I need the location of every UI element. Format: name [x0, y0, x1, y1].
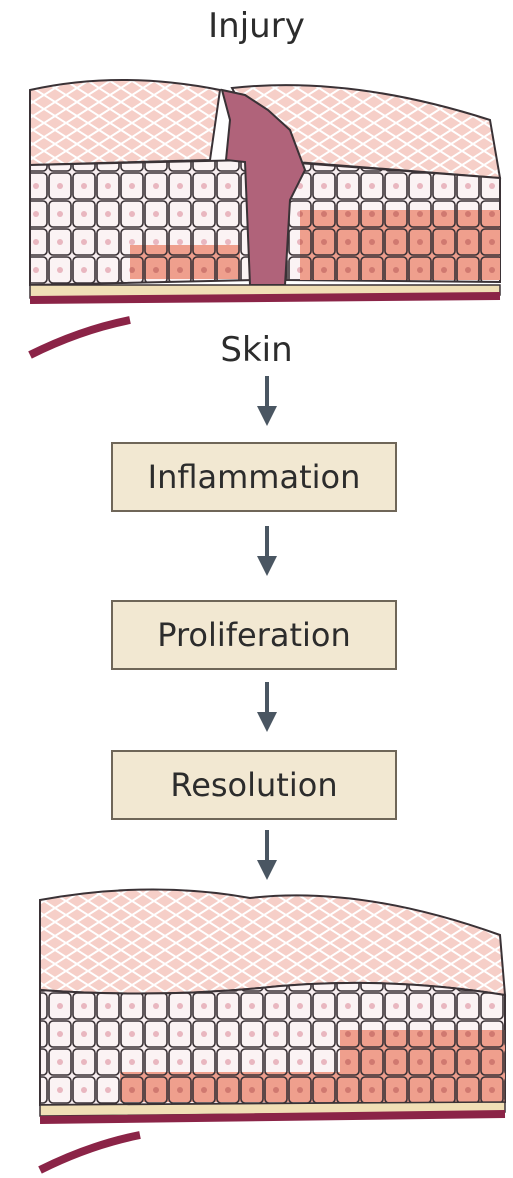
epidermis-left [29, 79, 222, 167]
stage-inflammation-label: Inflammation [147, 458, 361, 496]
wounded-skin-illustration [28, 79, 502, 359]
stage-resolution-label: Resolution [170, 766, 338, 804]
epidermis-healed [39, 888, 507, 997]
stage-proliferation-label: Proliferation [157, 616, 351, 654]
healed-skin-illustration [38, 888, 507, 1174]
stage-inflammation: Inflammation [111, 442, 397, 512]
wound [220, 88, 307, 286]
down-arrow-icon [257, 682, 277, 732]
injury-label: Injury [208, 6, 305, 46]
skin-label: Skin [220, 330, 293, 370]
down-arrow-icon [257, 526, 277, 576]
down-arrow-icon [257, 376, 277, 426]
down-arrow-icon [257, 830, 277, 880]
stage-resolution: Resolution [111, 750, 397, 820]
stage-proliferation: Proliferation [111, 600, 397, 670]
